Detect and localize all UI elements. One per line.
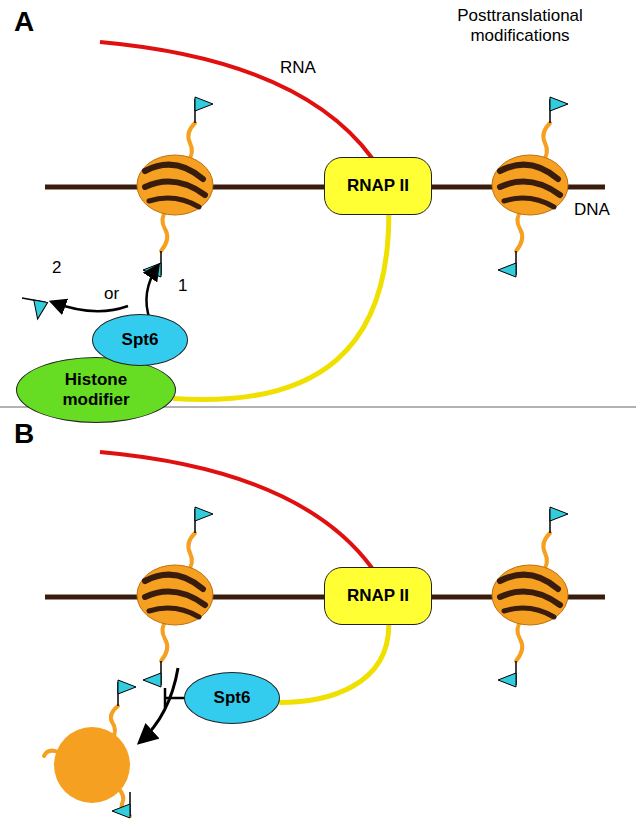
rna-strand xyxy=(100,452,372,568)
node-text: Spt6 xyxy=(122,330,159,350)
strand-label: RNA xyxy=(280,58,316,78)
inhibition-line xyxy=(166,697,184,700)
eviction-arrow xyxy=(140,668,178,742)
strand-label: DNA xyxy=(574,200,610,220)
callout-number: 2 xyxy=(52,258,61,278)
panel-letter: A xyxy=(14,6,34,38)
modifier-ellipse: Histone modifier xyxy=(16,357,176,423)
panel-letter: B xyxy=(14,418,34,450)
polymerase-tail xyxy=(279,625,389,703)
node-text: RNAP II xyxy=(347,176,409,196)
node-text: RNAP II xyxy=(347,586,409,606)
annotation: Posttranslational modifications xyxy=(420,6,620,45)
rnap-box: RNAP II xyxy=(324,567,432,625)
arrow-add xyxy=(146,266,158,320)
nucleosome xyxy=(492,97,568,277)
nucleosome xyxy=(492,507,568,687)
node-text: Histone modifier xyxy=(51,370,141,409)
free-histone xyxy=(44,680,136,818)
callout-number: 1 xyxy=(178,276,187,296)
inhibition-bar xyxy=(164,688,167,708)
connector-word: or xyxy=(104,284,119,304)
spt6-ellipse: Spt6 xyxy=(184,672,280,724)
rna-strand xyxy=(100,42,372,158)
node-text: Spt6 xyxy=(214,688,251,708)
spt6-ellipse: Spt6 xyxy=(92,314,188,366)
nucleosome xyxy=(137,507,213,687)
polymerase-tail xyxy=(173,215,389,400)
nucleosome xyxy=(137,97,213,277)
arrow-remove xyxy=(52,302,128,311)
rnap-box: RNAP II xyxy=(324,157,432,215)
released-modification xyxy=(19,298,48,320)
